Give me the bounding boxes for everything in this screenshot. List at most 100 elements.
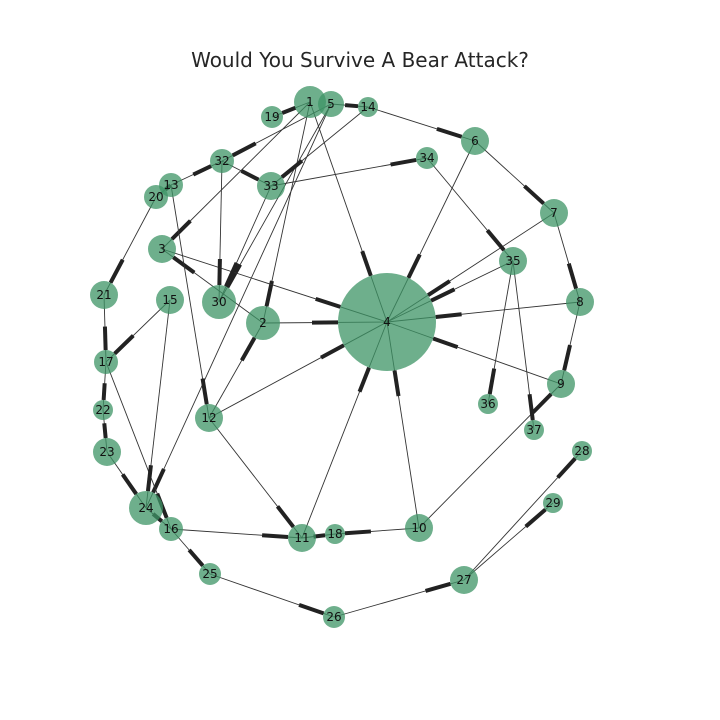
node-circle-14 [358,97,378,117]
edge-arrow-22-23 [102,423,108,439]
node-12: 12 [195,404,223,432]
node-4: 4 [338,273,436,371]
edge-arrow-25-26 [298,602,325,616]
node-label-24: 24 [138,501,153,515]
node-3: 3 [148,235,176,263]
node-24: 24 [129,491,163,525]
node-label-6: 6 [471,134,479,148]
node-9: 9 [547,370,575,398]
edge-arrow-7-8 [566,263,578,290]
node-circle-1 [294,86,326,118]
edge-arrow-12-4 [320,343,345,360]
node-2: 2 [246,306,280,340]
edge-arrow-7-4 [426,279,451,297]
edge-arrow-5-32 [231,141,257,158]
diagram-title: Would You Survive A Bear Attack? [191,48,529,72]
node-label-14: 14 [360,100,375,114]
edge-arrow-8-4 [435,312,462,319]
edge-arrow-9-4 [432,336,459,350]
edge-arrow-15-24 [145,465,153,492]
node-label-16: 16 [163,522,178,536]
node-circle-21 [90,281,118,309]
edge-arrow-1-2 [264,280,274,307]
edge-arrow-13-32 [192,164,212,177]
edge-5-24 [145,103,332,509]
edge-arrow-12-2 [240,336,257,362]
node-label-4: 4 [383,315,391,329]
node-label-11: 11 [294,531,309,545]
node-circle-15 [156,286,184,314]
edge-arrow-32-33 [240,169,260,182]
node-label-15: 15 [162,293,177,307]
node-label-23: 23 [99,445,114,459]
node-14: 14 [358,97,378,117]
edge-arrow-8-9 [562,344,572,371]
edge-arrow-21-17 [102,326,108,351]
node-22: 22 [93,400,113,420]
edge-arrow-14-33 [280,159,304,179]
node-33: 33 [257,172,285,200]
node-18: 18 [325,524,345,544]
edge-arrow-35-37 [527,394,535,421]
node-label-30: 30 [211,295,226,309]
edge-arrow-27-28 [556,457,577,479]
node-34: 34 [416,147,438,169]
node-label-18: 18 [327,527,342,541]
node-label-28: 28 [574,444,589,458]
node-circle-23 [93,438,121,466]
node-8: 8 [566,288,594,316]
node-16: 16 [159,517,183,541]
edge-arrow-32-30 [217,258,222,286]
node-circle-32 [210,149,234,173]
edge-arrow-34-35 [485,229,506,252]
edge-arrow-6-7 [523,184,545,206]
node-circle-20 [144,185,168,209]
node-circle-29 [543,493,563,513]
node-35: 35 [499,247,527,275]
node-circle-5 [318,91,344,117]
edge-arrow-26-27 [424,581,452,593]
edge-arrow-16-25 [187,548,205,567]
node-circle-25 [199,563,221,585]
edge-arrow-35-36 [487,368,497,395]
node-circle-11 [288,524,316,552]
edge-arrow-16-11 [261,533,289,540]
node-label-33: 33 [263,179,278,193]
node-19: 19 [261,106,283,128]
node-label-13: 13 [163,178,178,192]
node-circle-37 [524,420,544,440]
node-36: 36 [478,394,498,414]
node-circle-3 [148,235,176,263]
edge-arrow-5-24 [151,468,166,494]
node-label-1: 1 [306,95,314,109]
edge-arrow-33-34 [390,157,417,167]
edge-arrow-3-4 [315,296,342,309]
node-32: 32 [210,149,234,173]
node-circle-16 [159,517,183,541]
node-23: 23 [93,438,121,466]
node-label-2: 2 [259,316,267,330]
node-label-25: 25 [202,567,217,581]
edge-arrow-27-29 [524,508,547,529]
node-label-22: 22 [95,403,110,417]
edge-arrow-1-3 [170,219,192,241]
node-5: 5 [318,91,344,117]
edge-arrow-33-30 [224,261,239,288]
node-circle-12 [195,404,223,432]
edge-arrow-23-24 [120,473,138,496]
node-circle-35 [499,247,527,275]
node-21: 21 [90,281,118,309]
node-label-26: 26 [326,610,341,624]
node-circle-26 [323,606,345,628]
edge-arrow-13-12 [200,378,209,405]
node-17: 17 [94,350,118,374]
edge-arrow-6-4 [406,253,422,279]
node-circle-28 [572,441,592,461]
node-6: 6 [461,127,489,155]
node-circle-30 [202,285,236,319]
edge-arrow-17-22 [101,383,107,401]
edge-arrow-15-17 [113,334,135,356]
edge-arrow-10-18 [344,529,372,536]
node-label-3: 3 [158,242,166,256]
